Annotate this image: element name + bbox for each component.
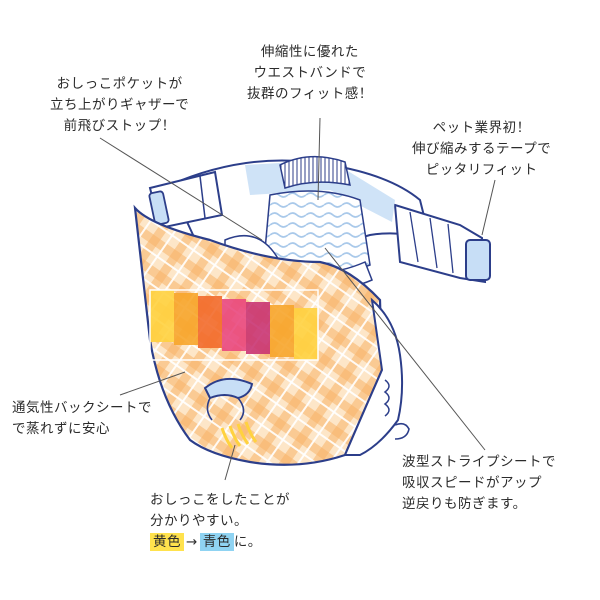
leader-lines: [99, 117, 496, 481]
backsheet-callout: 通気性バックシートで で蒸れずに安心: [12, 400, 152, 437]
blue-label: 青色: [199, 533, 234, 551]
color-change-suffix: に。: [233, 534, 262, 550]
tape-end-blue: [465, 239, 491, 281]
stretch-tape: [393, 203, 487, 284]
indicator-stripe: [174, 293, 198, 345]
indicator-marks: [220, 421, 258, 449]
arrow-icon: →: [186, 534, 198, 550]
indicator-stripe: [198, 296, 222, 348]
color-change-line: 黄色→青色に。: [150, 532, 290, 553]
pocket-callout: おしっこポケットが 立ち上がりギャザーで 前飛びストップ！: [50, 76, 190, 134]
tape-callout: ペット業界初！ 伸び縮みするテープで ピッタリフィット: [412, 120, 552, 178]
indicator-stripe: [222, 299, 246, 351]
indicator-callout: おしっこをしたことが 分かりやすい。 黄色→青色に。: [150, 490, 290, 553]
indicator-stripe: [246, 302, 270, 354]
tail-hole: [203, 377, 254, 400]
left-tab-blue: [148, 190, 170, 226]
indicator-stripe: [294, 308, 318, 360]
waistband-callout: 伸縮性に優れた ウエストバンドで 抜群のフィット感！: [247, 44, 373, 102]
indicator-frame: [149, 289, 319, 361]
yellow-label: 黄色: [150, 533, 184, 551]
stripe-sheet-callout: 波型ストライプシートで 吸収スピードがアップ 逆戻りも防ぎます。: [402, 454, 556, 512]
wetness-indicator: [149, 289, 319, 361]
indicator-stripe: [150, 290, 174, 342]
elastic-waistband: [279, 155, 351, 189]
indicator-stripe: [270, 305, 294, 357]
